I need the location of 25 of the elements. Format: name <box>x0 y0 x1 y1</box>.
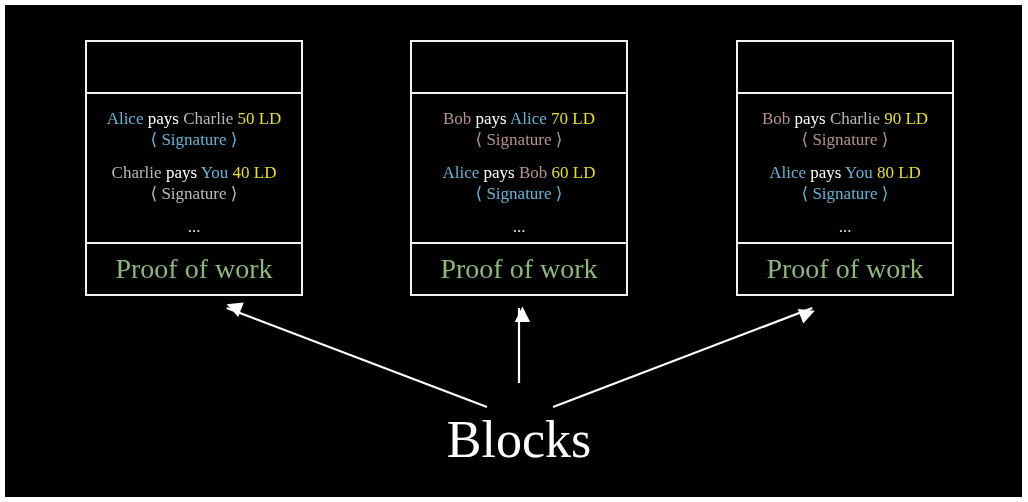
proof-of-work-text: Proof of work <box>765 252 925 286</box>
arrow <box>226 302 488 409</box>
transaction-text: Bob pays Charlie 90 LD <box>761 108 929 129</box>
proof-of-work-text: Proof of work <box>114 252 274 286</box>
ellipsis-text: ... <box>187 216 201 237</box>
signature-text: ⟨ Signature ⟩ <box>150 183 238 204</box>
ellipsis-text: ... <box>512 216 526 237</box>
transaction-text: Bob pays Alice 70 LD <box>442 108 596 129</box>
block-box <box>410 40 628 296</box>
signature-text: ⟨ Signature ⟩ <box>801 183 889 204</box>
transaction-text: Alice pays You 80 LD <box>769 162 921 183</box>
signature-text: ⟨ Signature ⟩ <box>475 129 563 150</box>
arrow <box>514 306 531 383</box>
signature-text: ⟨ Signature ⟩ <box>150 129 238 150</box>
signature-text: ⟨ Signature ⟩ <box>475 183 563 204</box>
block-box <box>85 40 303 296</box>
proof-of-work-text: Proof of work <box>439 252 599 286</box>
transaction-text: Alice pays Charlie 50 LD <box>106 108 282 129</box>
ellipsis-text: ... <box>838 216 852 237</box>
arrow <box>552 306 815 409</box>
block-box <box>736 40 954 296</box>
signature-text: ⟨ Signature ⟩ <box>801 129 889 150</box>
transaction-text: Alice pays Bob 60 LD <box>442 162 596 183</box>
blocks-label: Blocks <box>446 410 592 469</box>
transaction-text: Charlie pays You 40 LD <box>111 162 277 183</box>
